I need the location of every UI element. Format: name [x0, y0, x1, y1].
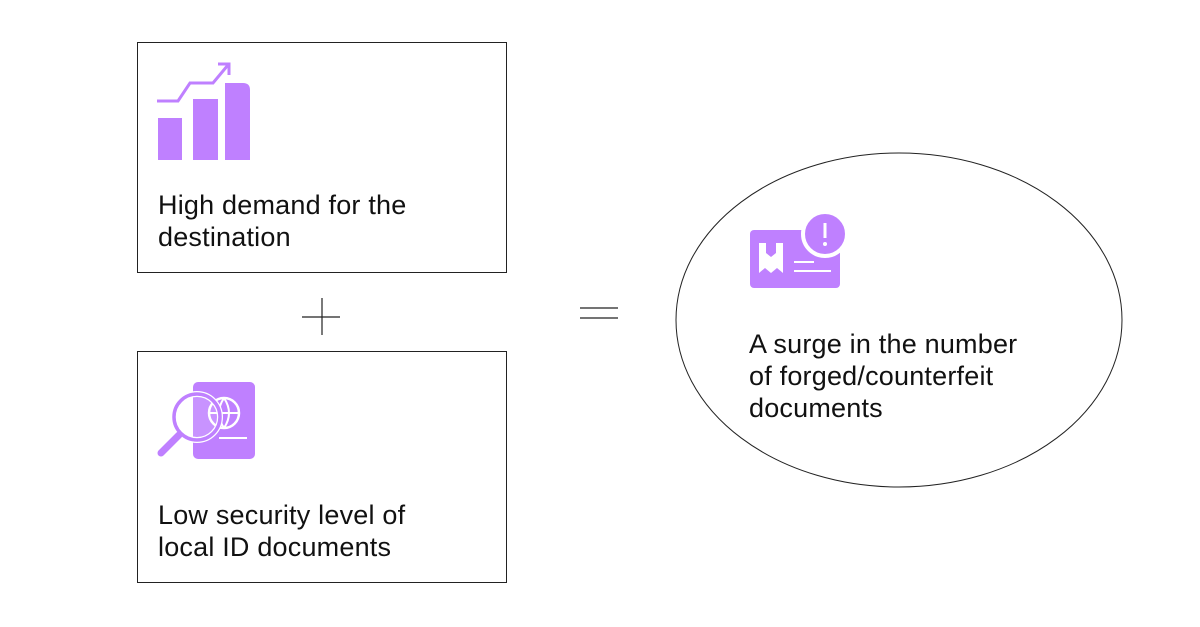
- equals-sign: [580, 307, 618, 319]
- passport-inspect-icon: [157, 382, 255, 459]
- input-label-demand: High demand for the destination: [158, 189, 406, 253]
- text-line: A surge in the number: [749, 329, 1018, 359]
- result-ellipse: [675, 152, 1123, 488]
- growth-chart-icon: [157, 62, 250, 160]
- input-box-demand: High demand for the destination: [137, 42, 507, 273]
- text-line: documents: [749, 393, 883, 423]
- result-label: A surge in the number of forged/counterf…: [749, 328, 1017, 424]
- text-line: local ID documents: [158, 532, 392, 562]
- text-line: of forged/counterfeit: [749, 361, 994, 391]
- input-box-security: Low security level of local ID documents: [137, 351, 507, 583]
- id-card-alert-icon: [750, 210, 849, 288]
- text-line: High demand for the: [158, 190, 407, 220]
- text-line: Low security level of: [158, 500, 406, 530]
- text-line: destination: [158, 222, 291, 252]
- input-label-security: Low security level of local ID documents: [158, 499, 405, 563]
- plus-sign: [302, 298, 340, 335]
